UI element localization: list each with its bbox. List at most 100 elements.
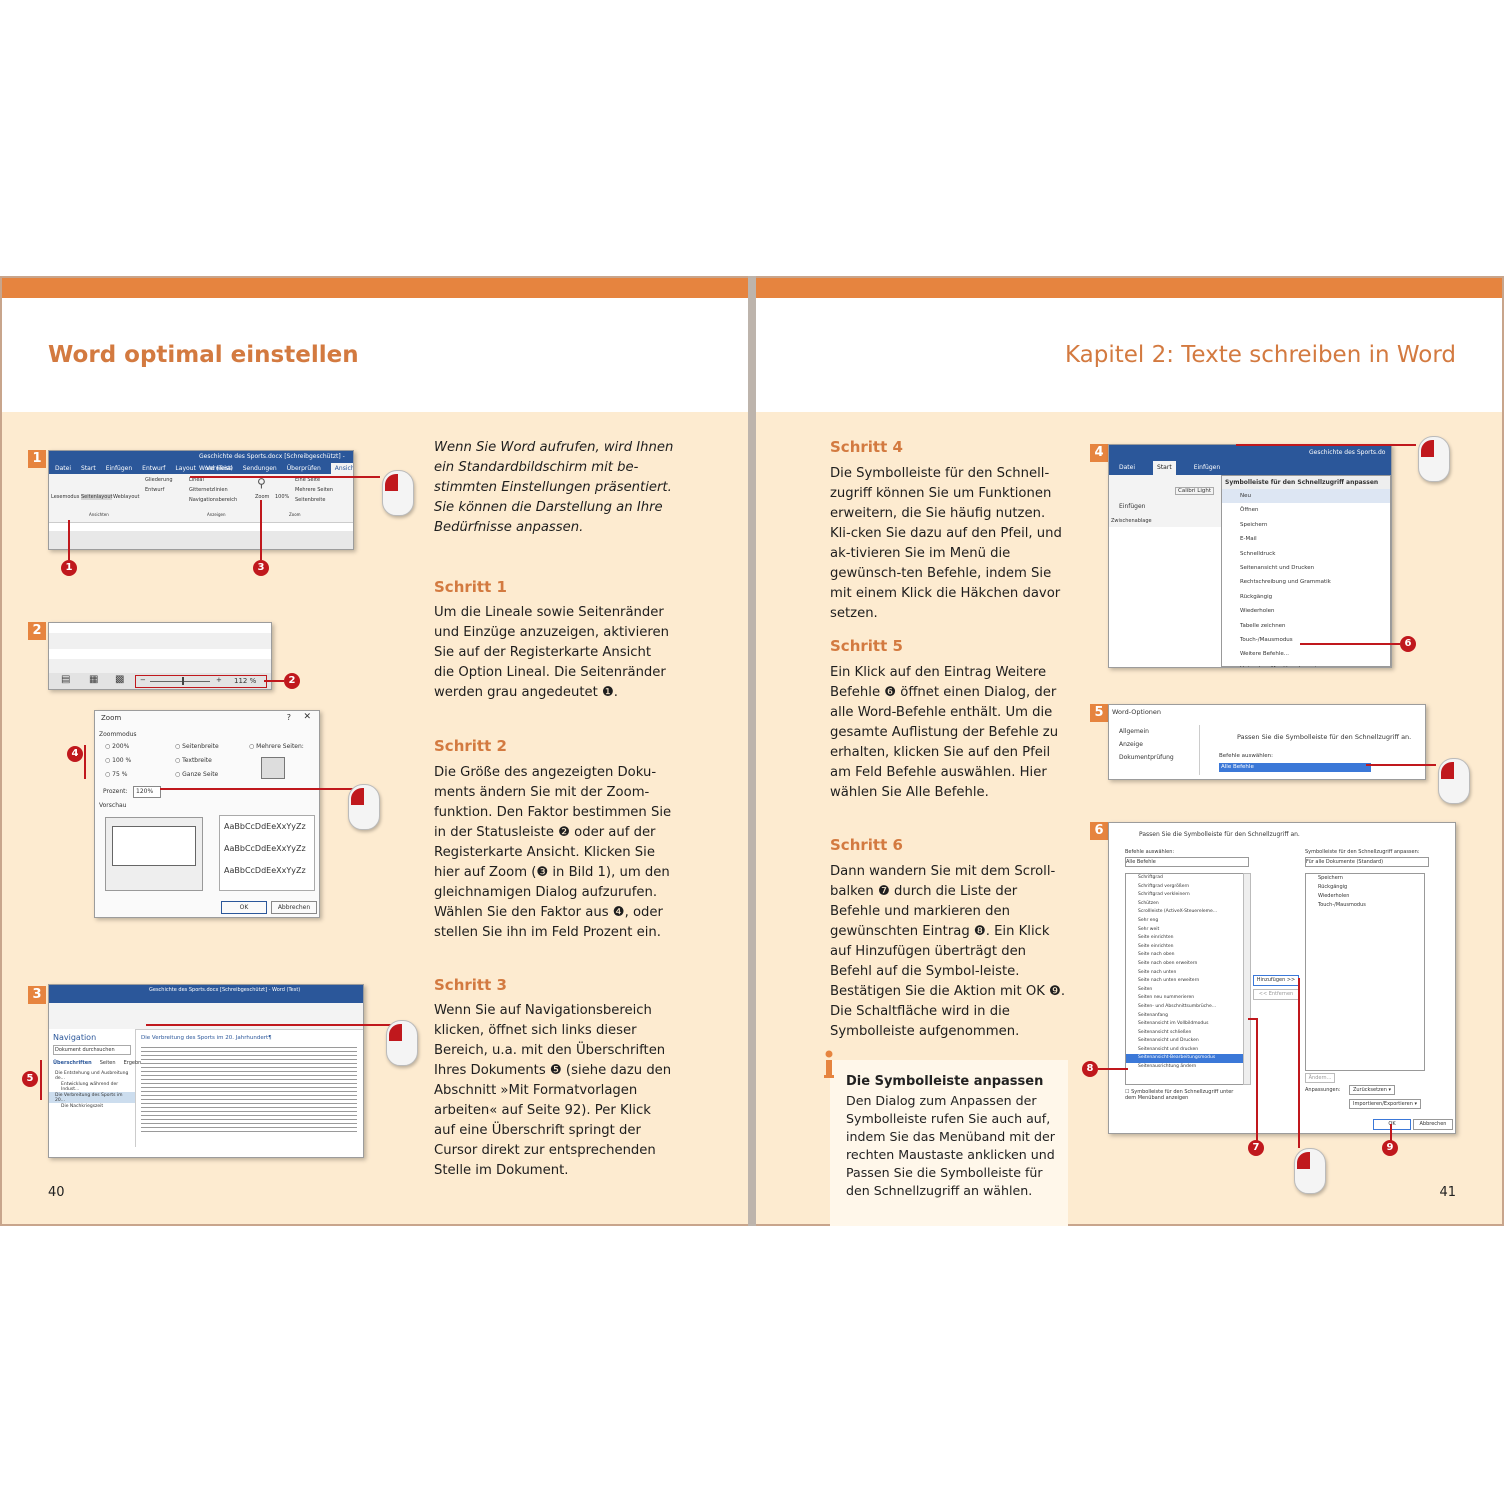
mehrere-seiten-button[interactable]: Mehrere Seiten — [295, 487, 334, 493]
weblayout-button[interactable]: Weblayout — [113, 494, 140, 500]
menu-item[interactable]: Öffnen — [1240, 507, 1259, 514]
nav-item[interactable]: Entwicklung während der Indust... — [61, 1082, 119, 1092]
radio-100[interactable]: ○ 100 % — [105, 757, 132, 764]
gitternetzlinien-checkbox[interactable]: Gitternetzlinien — [189, 487, 228, 493]
command-list-item[interactable]: Sehr weit — [1138, 926, 1160, 932]
seitenbreite-button[interactable]: Seitenbreite — [295, 497, 326, 503]
menu-item[interactable]: E-Mail — [1240, 536, 1257, 543]
prozent-input[interactable]: 120% — [133, 786, 161, 798]
radio-ganze-seite[interactable]: ○ Ganze Seite — [175, 771, 219, 778]
command-list-item[interactable]: Seite nach oben — [1138, 952, 1175, 958]
command-list-item[interactable]: Schriftgrad — [1138, 875, 1163, 880]
radio-mehrere-seiten[interactable]: ○ Mehrere Seiten: — [249, 743, 304, 750]
nav-item[interactable]: Die Nachkriegszeit — [61, 1104, 104, 1109]
lesemodus-button[interactable]: Lesemodus — [51, 494, 80, 500]
tab-start[interactable]: Start — [81, 465, 96, 472]
nav-item[interactable]: Die Verbreitung des Sports im 20... — [49, 1092, 135, 1103]
left-select[interactable]: Alle Befehle — [1125, 857, 1249, 867]
menu-item[interactable]: Rückgängig — [1240, 593, 1273, 600]
qat-list-item[interactable]: Touch-/Mausmodus — [1318, 902, 1366, 908]
tab-layout[interactable]: Layout — [175, 465, 196, 472]
command-list-item[interactable]: Seiten neu nummerieren — [1138, 995, 1195, 1001]
command-list-item[interactable]: Seite einrichten — [1138, 935, 1174, 941]
tab-verweise[interactable]: Verweise — [205, 465, 233, 472]
zoom-out-icon[interactable]: − — [140, 676, 146, 684]
radio-200[interactable]: ○ 200% — [105, 743, 130, 750]
menu-item[interactable]: Rechtschreibung und Grammatik — [1240, 579, 1331, 586]
zoom-100-button[interactable]: 100% — [275, 494, 290, 500]
tab-start[interactable]: Start — [1153, 461, 1176, 475]
menu-item[interactable]: Schnelldruck — [1240, 550, 1276, 557]
command-list-item[interactable]: Seiten — [1138, 986, 1153, 992]
menu-item[interactable]: Speichern — [1240, 521, 1268, 528]
command-list-item[interactable]: Schriftgrad verkleinern — [1138, 892, 1190, 898]
tab-datei[interactable]: Datei — [55, 465, 72, 472]
einfuegen-button[interactable]: Einfügen — [1119, 503, 1146, 510]
tab-einfuegen[interactable]: Einfügen — [105, 465, 133, 472]
gliederung-option[interactable]: Gliederung — [145, 477, 173, 483]
sidebar-item[interactable]: Dokumentprüfung — [1119, 754, 1174, 761]
menu-item[interactable]: Wiederholen — [1240, 608, 1275, 615]
menu-item[interactable]: Weitere Befehle... — [1240, 651, 1289, 658]
radio-75[interactable]: ○ 75 % — [105, 771, 128, 778]
nav-tab-pages[interactable]: Seiten — [99, 1060, 116, 1066]
slider-thumb[interactable] — [182, 677, 184, 685]
aendern-button[interactable]: Ändern... — [1305, 1073, 1335, 1083]
menu-item[interactable]: Neu — [1222, 489, 1390, 504]
entwurf-option[interactable]: Entwurf — [145, 487, 165, 493]
seitenlayout-button[interactable]: Seitenlayout — [81, 494, 113, 500]
below-ribbon-checkbox[interactable]: ☐ Symbolleiste für den Schnellzugriff un… — [1125, 1089, 1234, 1101]
cancel-button[interactable]: Abbrechen — [271, 901, 317, 914]
command-list-item[interactable]: Seitenausrichtung ändern — [1138, 1064, 1197, 1070]
zoom-button[interactable]: Zoom — [255, 494, 270, 500]
command-list-item[interactable]: Seitenansicht im Vollbildmodus — [1138, 1021, 1209, 1027]
hinzufuegen-button[interactable]: Hinzufügen >> — [1253, 975, 1299, 986]
lineal-checkbox[interactable]: Lineal — [189, 477, 204, 483]
tab-datei[interactable]: Datei — [1119, 464, 1136, 471]
command-list-item[interactable]: Schriftgrad vergrößern — [1138, 883, 1190, 889]
cancel-button[interactable]: Abbrechen — [1413, 1119, 1453, 1130]
zoom-percent[interactable]: 112 % — [234, 677, 257, 685]
radio-textbreite[interactable]: ○ Textbreite — [175, 757, 212, 764]
entfernen-button[interactable]: << Entfernen — [1253, 989, 1299, 1000]
nav-item[interactable]: Die Entstehung und Ausbreitung de... — [55, 1071, 129, 1081]
qat-list-item[interactable]: Speichern — [1318, 875, 1343, 881]
sidebar-item[interactable]: Allgemein — [1119, 728, 1149, 735]
sidebar-item[interactable]: Anzeige — [1119, 741, 1143, 748]
read-mode-icon[interactable]: ▤ — [61, 674, 71, 685]
command-list-item[interactable]: Seiten- und Abschnittsumbrüche... — [1138, 1003, 1217, 1009]
tab-entwurf[interactable]: Entwurf — [142, 465, 166, 472]
befehle-auswaehlen-select[interactable]: Alle Befehle — [1219, 763, 1371, 772]
print-layout-icon[interactable]: ▦ — [89, 674, 99, 685]
tab-einfuegen[interactable]: Einfügen — [1193, 464, 1221, 471]
ok-button[interactable]: OK — [1373, 1119, 1411, 1130]
font-select[interactable]: Calibri Light — [1175, 487, 1215, 495]
radio-seitenbreite[interactable]: ○ Seitenbreite — [175, 743, 219, 750]
command-list-item[interactable]: Seitenansicht und Drucken — [1138, 1038, 1199, 1044]
zoom-slider[interactable]: − + 112 % — [135, 675, 267, 688]
navigationsbereich-checkbox[interactable]: Navigationsbereich — [189, 497, 238, 503]
command-list-item[interactable]: Scrollleiste (ActiveX-Steuereleme... — [1138, 909, 1218, 915]
menu-item[interactable]: Touch-/Mausmodus — [1240, 637, 1293, 644]
monitor-icon[interactable] — [261, 757, 285, 779]
web-layout-icon[interactable]: ▩ — [115, 674, 125, 685]
menu-item[interactable]: Tabelle zeichnen — [1240, 622, 1286, 629]
command-list-item[interactable]: Seite einrichten — [1138, 943, 1174, 949]
nav-search-input[interactable]: Dokument durchsuchen — [53, 1045, 131, 1055]
help-icon[interactable]: ? — [286, 713, 291, 722]
eine-seite-button[interactable]: Eine Seite — [295, 477, 321, 483]
tab-ansicht[interactable]: Ansicht — [330, 463, 353, 474]
close-icon[interactable]: ✕ — [303, 712, 311, 722]
ok-button[interactable]: OK — [221, 901, 267, 914]
import-export-button[interactable]: Importieren/Exportieren ▾ — [1349, 1099, 1421, 1109]
right-select[interactable]: Für alle Dokumente (Standard) — [1305, 857, 1429, 867]
command-list-item[interactable]: Seitenansicht schließen — [1138, 1029, 1192, 1035]
list-scrollbar[interactable] — [1243, 873, 1251, 1085]
menu-item[interactable]: Unter dem Menüband anzeigen — [1222, 662, 1390, 667]
tab-sendungen[interactable]: Sendungen — [242, 465, 277, 472]
command-list-item[interactable]: Seitenansicht und drucken — [1138, 1046, 1199, 1052]
command-list-item[interactable]: Sehr eng — [1138, 917, 1159, 923]
command-list-item[interactable]: Seite nach unten erweitern — [1138, 978, 1200, 984]
qat-list-item[interactable]: Wiederholen — [1318, 893, 1350, 899]
tab-ueberpruefen[interactable]: Überprüfen — [286, 465, 321, 472]
